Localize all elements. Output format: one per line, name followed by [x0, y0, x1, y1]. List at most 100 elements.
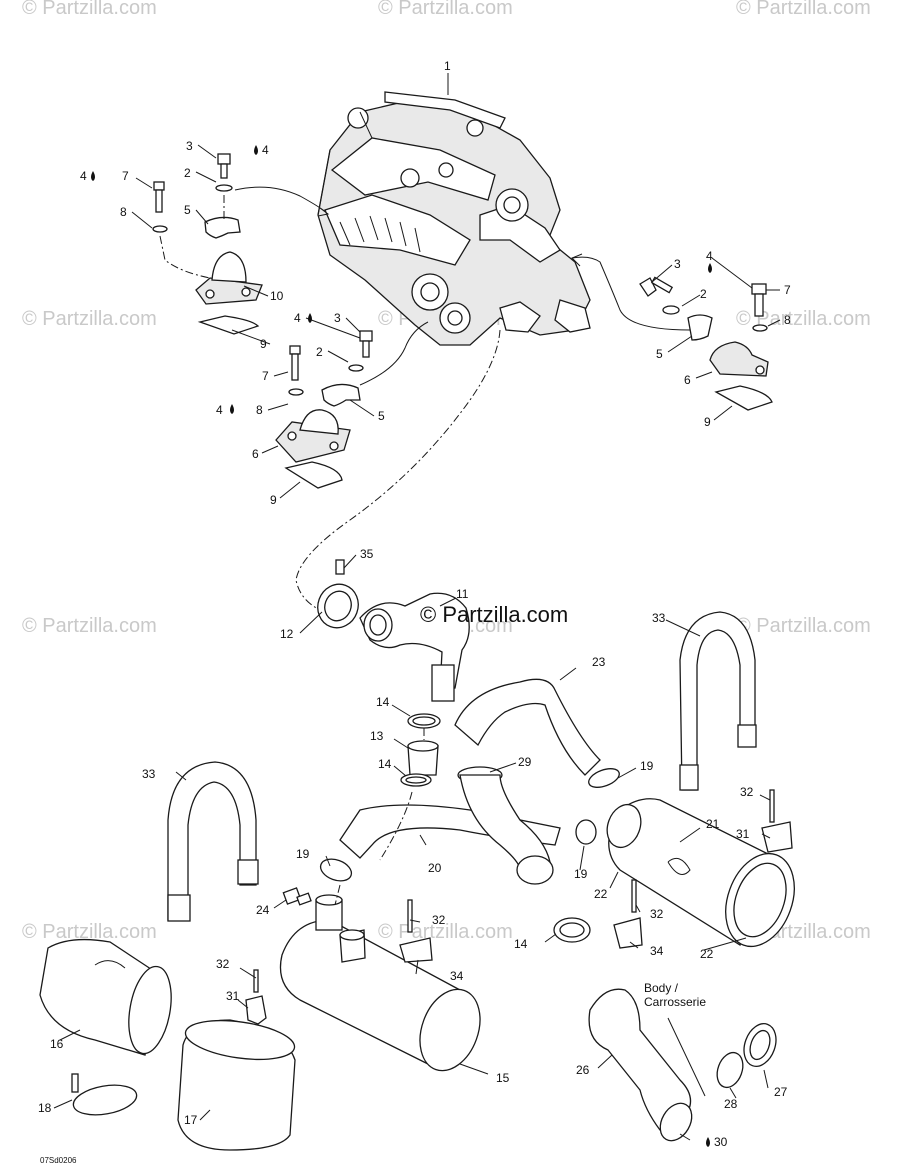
sealant-drop-icon	[706, 1137, 710, 1147]
callout-10: 10	[270, 289, 284, 303]
watermark: © Partzilla.com	[22, 615, 157, 637]
callout-34: 34	[450, 969, 464, 983]
center-watermark: © Partzilla.com	[420, 602, 568, 627]
routing-lines	[334, 728, 425, 906]
watermark: © Partzilla.com	[22, 921, 157, 943]
muffler-21	[606, 798, 795, 948]
watermark: © Partzilla.com	[378, 0, 513, 19]
callout-2: 2	[700, 287, 707, 301]
callout-1: 1	[444, 59, 451, 73]
callout-11: 11	[456, 587, 469, 601]
callout-29: 29	[518, 755, 532, 769]
leader-lines	[53, 73, 781, 1141]
callout-22: 22	[700, 947, 714, 961]
callout-2: 2	[184, 166, 191, 180]
watermark: © Partzilla.com	[378, 921, 513, 943]
motor-mount-left	[152, 153, 330, 335]
strap-33-left	[167, 761, 259, 922]
callout-15: 15	[496, 1071, 510, 1085]
callout-33: 33	[142, 767, 156, 781]
callout-31: 31	[226, 989, 240, 1003]
callout-3: 3	[674, 257, 681, 271]
clamp-19	[319, 768, 620, 882]
callout-6: 6	[684, 373, 691, 387]
callout-3: 3	[186, 139, 193, 153]
callout-8: 8	[256, 403, 263, 417]
callout-31: 31	[736, 827, 750, 841]
callout-4: 4	[262, 143, 269, 157]
callout-30: 30	[714, 1135, 728, 1149]
callout-34: 34	[650, 944, 664, 958]
callout-24: 24	[256, 903, 270, 917]
body-note: Body /	[644, 981, 679, 995]
callout-8: 8	[784, 313, 791, 327]
sealant-drop-icon	[708, 263, 712, 273]
callout-5: 5	[378, 409, 385, 423]
callout-14: 14	[376, 695, 390, 709]
connector-pipe-13	[400, 713, 441, 787]
callout-22: 22	[594, 887, 608, 901]
callout-19: 19	[574, 867, 588, 881]
engine-illustration	[317, 91, 591, 346]
callout-32: 32	[740, 785, 754, 799]
watermark: © Partzilla.com	[736, 0, 871, 19]
callout-9: 9	[270, 493, 277, 507]
callout-17: 17	[184, 1113, 198, 1127]
sleeve-16	[39, 938, 172, 1056]
callout-6: 6	[252, 447, 259, 461]
callout-2: 2	[316, 345, 323, 359]
sealant-drop-icon	[230, 404, 234, 414]
watermark: © Partzilla.com	[736, 308, 871, 330]
callout-4: 4	[80, 169, 87, 183]
callout-14: 14	[514, 937, 528, 951]
callout-labels: 1 3 4 2 4 7 8 5 10 9 4 3 2 7 4 8 5 6 9 3…	[38, 59, 791, 1149]
callout-19: 19	[296, 847, 310, 861]
clamp-18	[71, 1073, 138, 1116]
callout-28: 28	[724, 1097, 738, 1111]
callout-16: 16	[50, 1037, 64, 1051]
watermark: © Partzilla.com	[22, 308, 157, 330]
callout-19: 19	[640, 759, 654, 773]
callout-3: 3	[334, 311, 341, 325]
strap-33-right	[679, 611, 757, 791]
sealant-drop-icon	[91, 171, 95, 181]
sealant-drop-icon	[308, 313, 312, 323]
body-note-fr: Carrosserie	[644, 995, 706, 1009]
motor-mount-center	[275, 321, 501, 611]
callout-4: 4	[216, 403, 223, 417]
callout-5: 5	[656, 347, 663, 361]
callout-23: 23	[592, 655, 606, 669]
callout-26: 26	[576, 1063, 590, 1077]
clamp-14-lower	[553, 917, 591, 943]
sleeve-17	[177, 1019, 296, 1151]
callout-9: 9	[704, 415, 711, 429]
callout-21: 21	[706, 817, 720, 831]
callout-32: 32	[216, 957, 230, 971]
watermark: © Partzilla.com	[736, 615, 871, 637]
sensor-24	[282, 887, 312, 906]
callout-20: 20	[428, 861, 442, 875]
callout-4: 4	[706, 249, 713, 263]
callout-7: 7	[122, 169, 129, 183]
hose-29	[457, 766, 554, 885]
callout-12: 12	[280, 627, 294, 641]
muffler-15	[279, 894, 481, 1072]
callout-27: 27	[774, 1085, 788, 1099]
callout-35: 35	[360, 547, 374, 561]
callout-33: 33	[652, 611, 666, 625]
callout-7: 7	[262, 369, 269, 383]
exhaust-outlet-upper	[317, 559, 470, 702]
callout-32: 32	[432, 913, 446, 927]
callout-13: 13	[370, 729, 384, 743]
callout-4: 4	[294, 311, 301, 325]
figure-code: 07Sd0206	[40, 1156, 77, 1165]
callout-5: 5	[184, 203, 191, 217]
callout-7: 7	[784, 283, 791, 297]
sealant-drop-icon	[254, 145, 258, 155]
watermark: © Partzilla.com	[22, 0, 157, 19]
callout-14: 14	[378, 757, 392, 771]
hose-23	[454, 678, 601, 776]
callout-32: 32	[650, 907, 664, 921]
callout-9: 9	[260, 337, 267, 351]
